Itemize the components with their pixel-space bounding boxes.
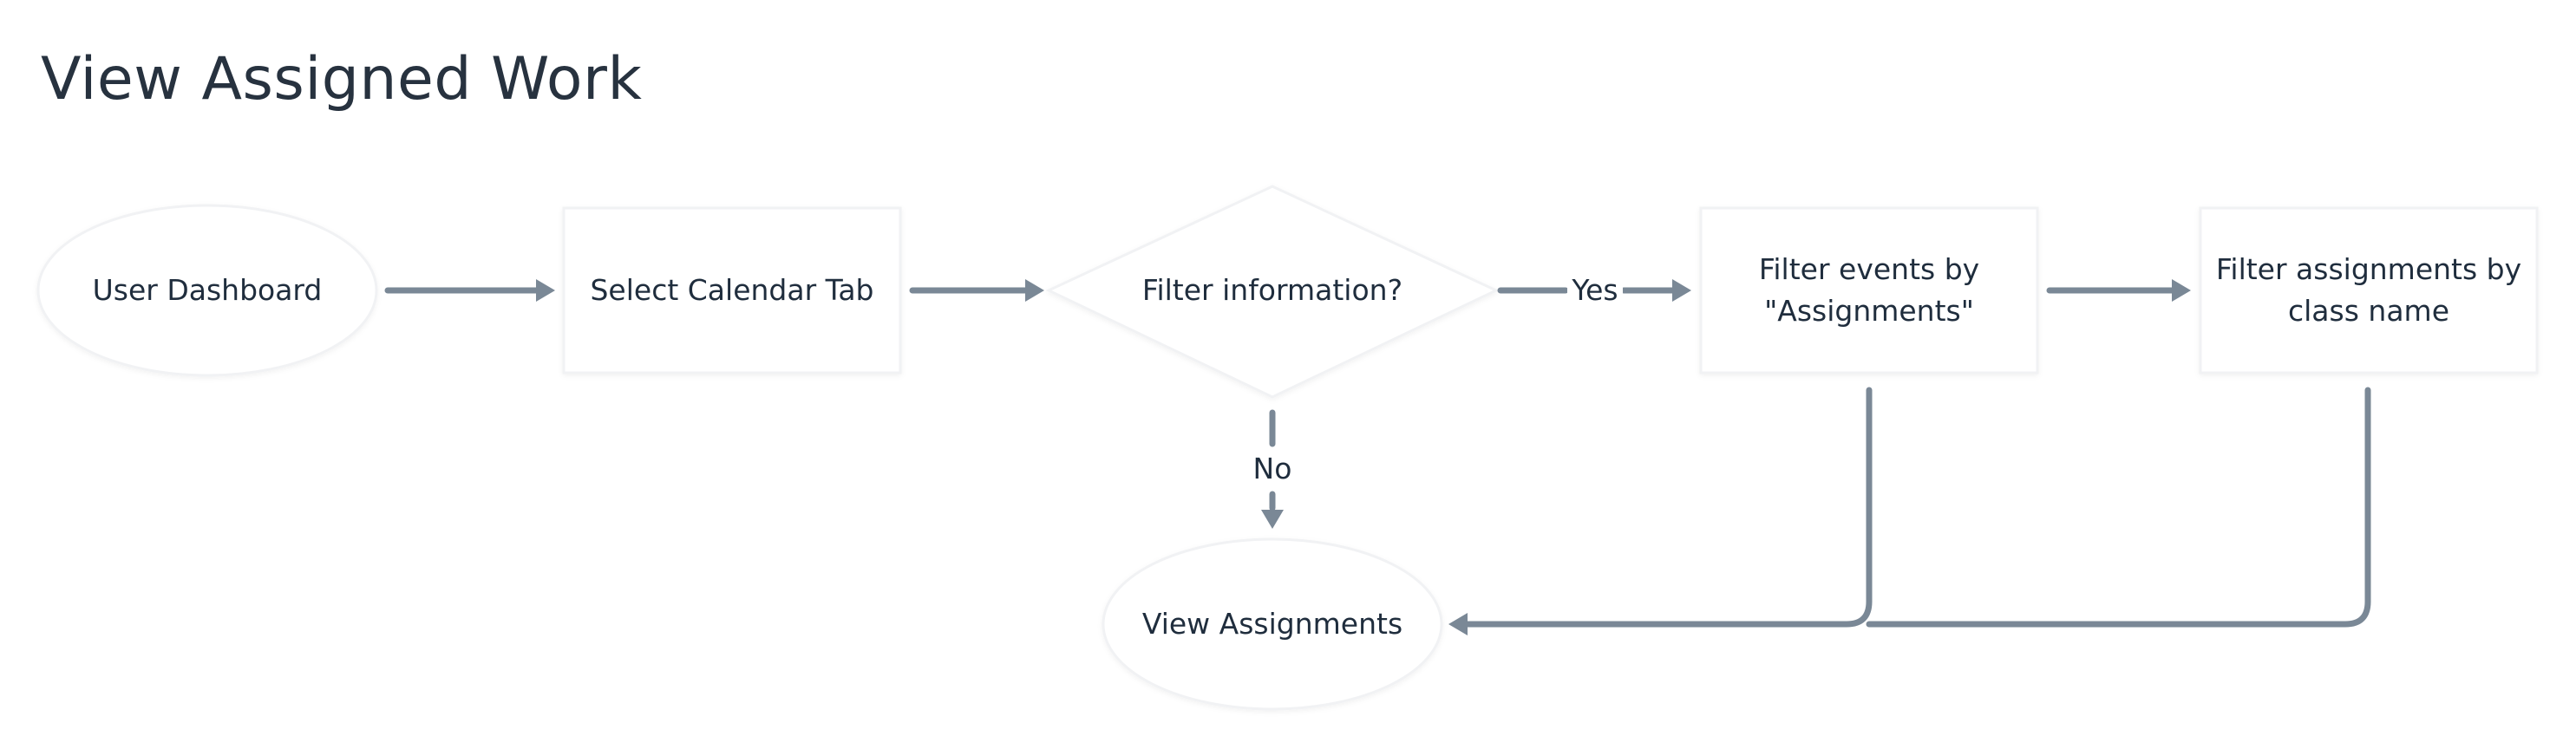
connector-assignments-to-view — [1866, 387, 2371, 628]
filter-events-label: Filter events by "Assignments" — [1758, 252, 1980, 328]
arrowhead-to-calendar — [536, 279, 555, 302]
filter-information-label: Filter information? — [1141, 273, 1403, 307]
view-assignments-node-shape[interactable] — [1102, 537, 1443, 711]
yes-edge-label: Yes — [1567, 271, 1623, 309]
page-title: View Assigned Work — [41, 45, 643, 114]
select-calendar-tab-label: Select Calendar Tab — [590, 273, 874, 307]
filter-events-node-shape[interactable] — [1699, 206, 2039, 374]
user-dashboard-label: User Dashboard — [92, 273, 323, 307]
filter-assignments-label: Filter assignments by class name — [2215, 252, 2522, 328]
arrowhead-to-assignments — [2172, 279, 2191, 302]
view-assignments-label: View Assignments — [1141, 607, 1403, 641]
connector-events-to-view — [1462, 387, 1873, 628]
filter-information-decision-shape[interactable] — [1045, 185, 1500, 399]
arrowhead-to-filter — [1025, 279, 1044, 302]
filter-assignments-node-shape[interactable] — [2199, 206, 2539, 374]
arrowhead-no-to-view — [1261, 510, 1284, 529]
user-dashboard-node-shape[interactable] — [36, 204, 378, 377]
arrowhead-to-events — [1672, 279, 1691, 302]
arrowhead-to-view — [1448, 613, 1468, 635]
select-calendar-tab-node-shape[interactable] — [562, 206, 902, 374]
no-edge-label: No — [1246, 450, 1298, 488]
